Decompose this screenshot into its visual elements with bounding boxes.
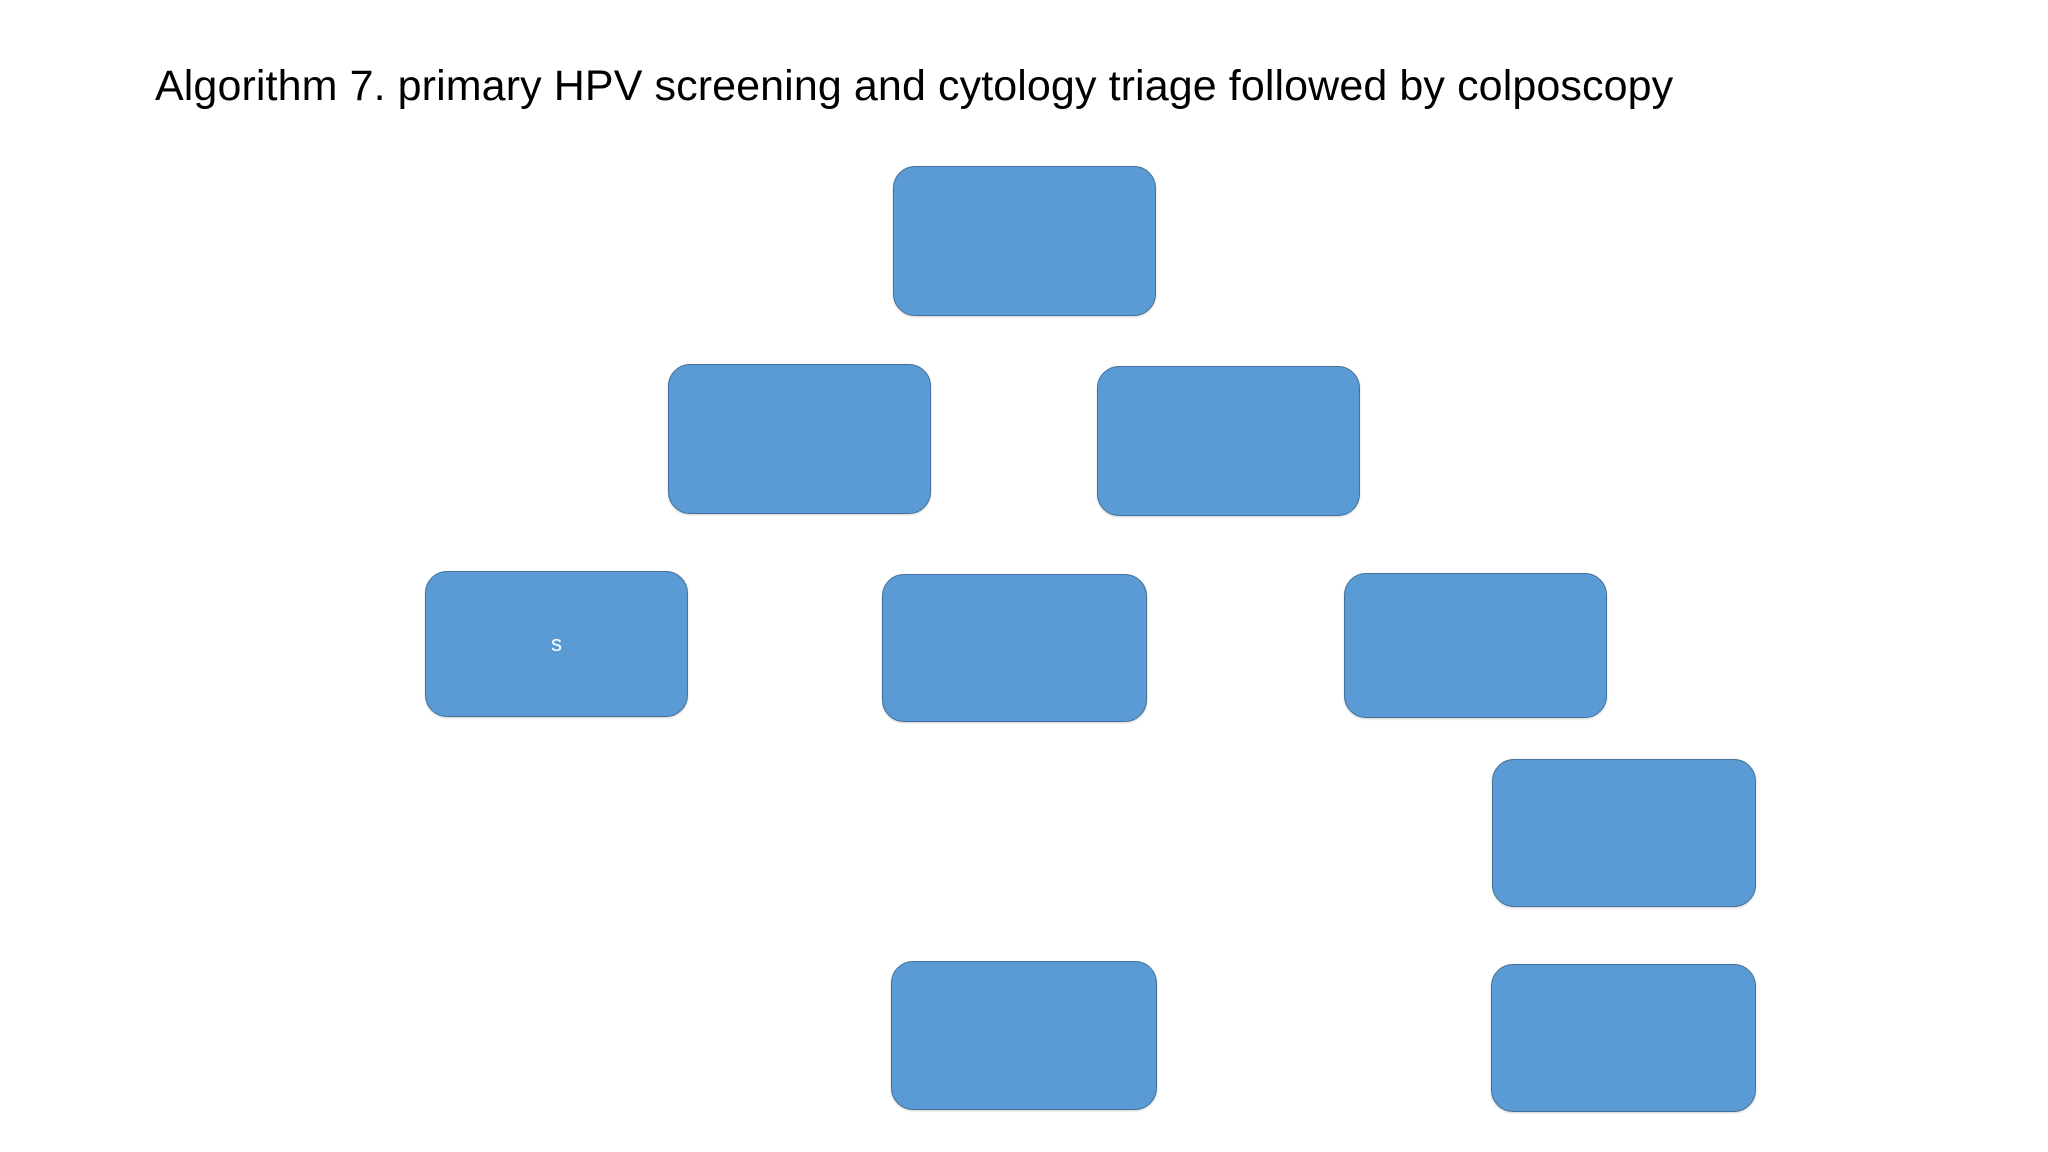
flow-node-2[interactable] bbox=[668, 364, 931, 514]
flow-node-1[interactable] bbox=[893, 166, 1156, 316]
flow-node-3[interactable] bbox=[1097, 366, 1360, 516]
flow-node-8[interactable] bbox=[891, 961, 1157, 1110]
flow-node-7[interactable] bbox=[1492, 759, 1756, 907]
flow-node-9[interactable] bbox=[1491, 964, 1756, 1112]
flow-node-6[interactable] bbox=[1344, 573, 1607, 718]
flow-node-5[interactable] bbox=[882, 574, 1147, 722]
flow-node-4[interactable]: s bbox=[425, 571, 688, 717]
page-title: Algorithm 7. primary HPV screening and c… bbox=[155, 62, 1674, 110]
flow-node-4-label: s bbox=[551, 631, 562, 656]
